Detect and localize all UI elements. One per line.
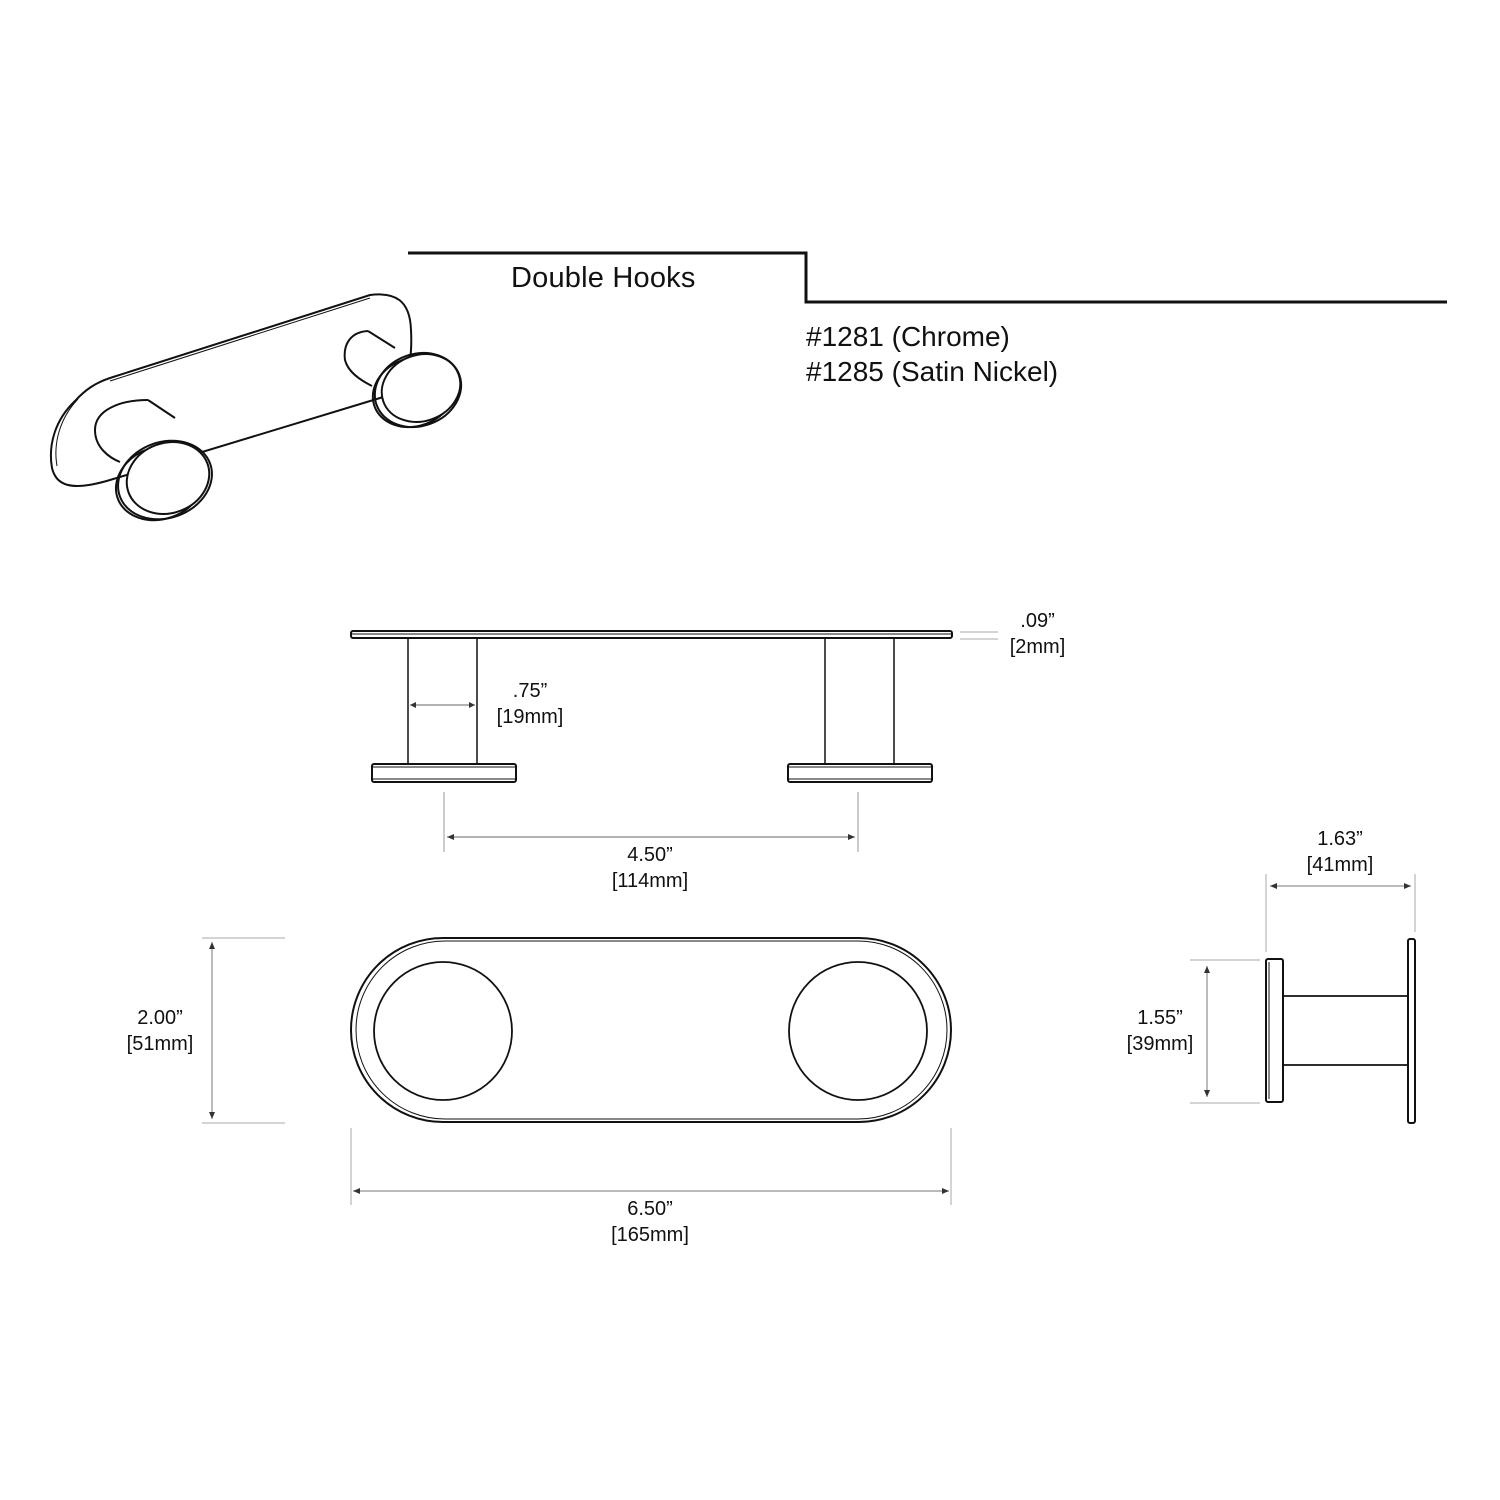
hook-spacing-mm: [114mm] — [611, 870, 689, 892]
post-diameter-dimension: .75” [19mm] — [485, 678, 575, 730]
height-dimension: 2.00” [51mm] — [115, 1005, 205, 1057]
hook-spacing-inches: 4.50” — [627, 844, 673, 866]
side-view — [1265, 938, 1416, 1124]
knob-diameter-mm: [39mm] — [1126, 1033, 1194, 1055]
width-mm: [165mm] — [611, 1224, 689, 1246]
thickness-mm: [2mm] — [1009, 636, 1066, 658]
top-view — [350, 630, 953, 783]
width-dimension: 6.50” [165mm] — [600, 1196, 700, 1248]
side-view-dimensions — [1190, 874, 1416, 1104]
thickness-inches: .09” — [1020, 610, 1055, 632]
height-mm: [51mm] — [126, 1033, 194, 1055]
knob-diameter-dimension: 1.55” [39mm] — [1115, 1005, 1205, 1057]
front-view-dimensions — [202, 937, 952, 1205]
projection-inches: 1.63” — [1317, 828, 1363, 850]
isometric-view — [49, 293, 463, 522]
width-inches: 6.50” — [627, 1198, 673, 1220]
title-rule — [408, 251, 1447, 304]
height-inches: 2.00” — [137, 1007, 183, 1029]
model-satin-nickel: #1285 (Satin Nickel) — [806, 356, 1059, 387]
projection-mm: [41mm] — [1306, 854, 1374, 876]
product-title: Double Hooks — [511, 262, 696, 294]
top-view-dimensions — [410, 631, 998, 852]
front-view — [350, 937, 952, 1123]
post-diameter-mm: [19mm] — [496, 706, 564, 728]
knob-diameter-inches: 1.55” — [1137, 1007, 1183, 1029]
model-chrome: #1281 (Chrome) — [806, 321, 1010, 352]
hook-spacing-dimension: 4.50” [114mm] — [600, 842, 700, 894]
projection-dimension: 1.63” [41mm] — [1290, 826, 1390, 878]
post-diameter-inches: .75” — [512, 680, 548, 702]
thickness-dimension: .09” [2mm] — [1000, 608, 1075, 660]
